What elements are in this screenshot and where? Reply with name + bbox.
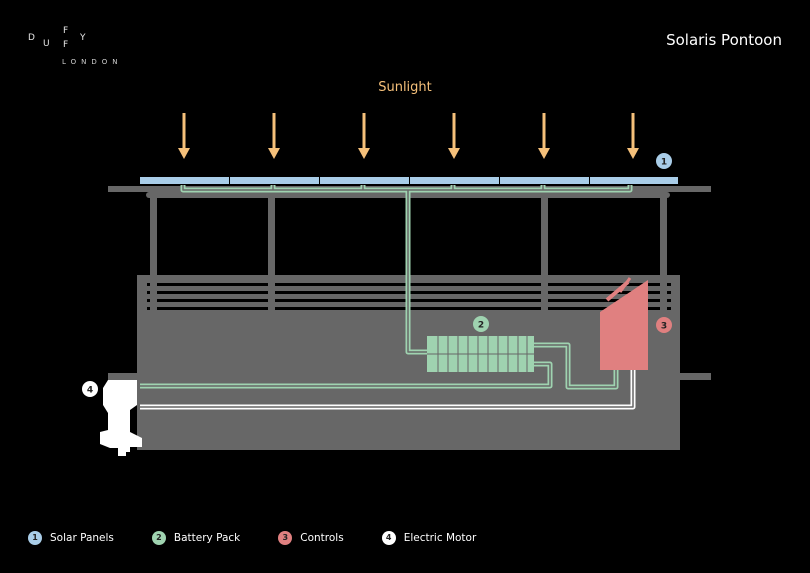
badge-battery-pack: 2 bbox=[473, 316, 489, 332]
page-title: Solaris Pontoon bbox=[666, 31, 782, 49]
sun-arrow bbox=[538, 113, 550, 159]
sun-arrow bbox=[178, 113, 190, 159]
legend-item-electric-motor: 4 Electric Motor bbox=[381, 531, 477, 545]
logo-letter: F bbox=[63, 26, 69, 36]
badge-electric-motor: 4 bbox=[82, 381, 98, 397]
badge-solar-panels: 1 bbox=[656, 153, 672, 169]
logo-letter: D bbox=[28, 33, 35, 43]
roof-posts bbox=[150, 196, 667, 315]
lower-hull bbox=[137, 380, 680, 450]
sun-arrow bbox=[627, 113, 639, 159]
legend-label: Battery Pack bbox=[173, 532, 241, 544]
legend-badge: 1 bbox=[28, 531, 42, 545]
battery-pack bbox=[427, 336, 534, 372]
logo-letter: Y bbox=[80, 33, 86, 43]
sun-arrow bbox=[448, 113, 460, 159]
logo-letter: F bbox=[63, 40, 69, 50]
badge-number: 1 bbox=[661, 158, 667, 168]
legend-label: Controls bbox=[300, 532, 344, 544]
legend-item-controls: 3 Controls bbox=[278, 531, 344, 545]
badge-number: 4 bbox=[87, 386, 93, 396]
legend-label: Solar Panels bbox=[50, 532, 114, 544]
motor-cable-core bbox=[140, 370, 634, 408]
battery-cables-core bbox=[140, 344, 617, 388]
legend-badge: 3 bbox=[278, 531, 293, 545]
badge-number: 2 bbox=[478, 321, 484, 331]
legend-badge: 4 bbox=[381, 531, 396, 545]
badge-controls: 3 bbox=[656, 317, 672, 333]
legend-label: Electric Motor bbox=[403, 532, 477, 544]
sunlight-arrows bbox=[178, 113, 639, 159]
electric-motor bbox=[100, 380, 142, 456]
logo-letter: U bbox=[43, 39, 50, 49]
legend-badge: 2 bbox=[151, 531, 166, 545]
legend-item-battery-pack: 2 Battery Pack bbox=[151, 531, 241, 545]
controls-console bbox=[600, 277, 648, 370]
badge-number: 3 bbox=[661, 322, 667, 332]
sunlight-label: Sunlight bbox=[378, 80, 432, 95]
solar-cable-core bbox=[182, 185, 631, 353]
legend: 1 Solar Panels 2 Battery Pack 3 Controls… bbox=[28, 530, 514, 546]
legend-item-solar-panels: 1 Solar Panels bbox=[28, 531, 114, 545]
solar-panels bbox=[140, 177, 678, 184]
deck bbox=[108, 373, 711, 380]
sun-arrow bbox=[358, 113, 370, 159]
logo-subtitle: LONDON bbox=[62, 58, 123, 66]
sun-arrow bbox=[268, 113, 280, 159]
